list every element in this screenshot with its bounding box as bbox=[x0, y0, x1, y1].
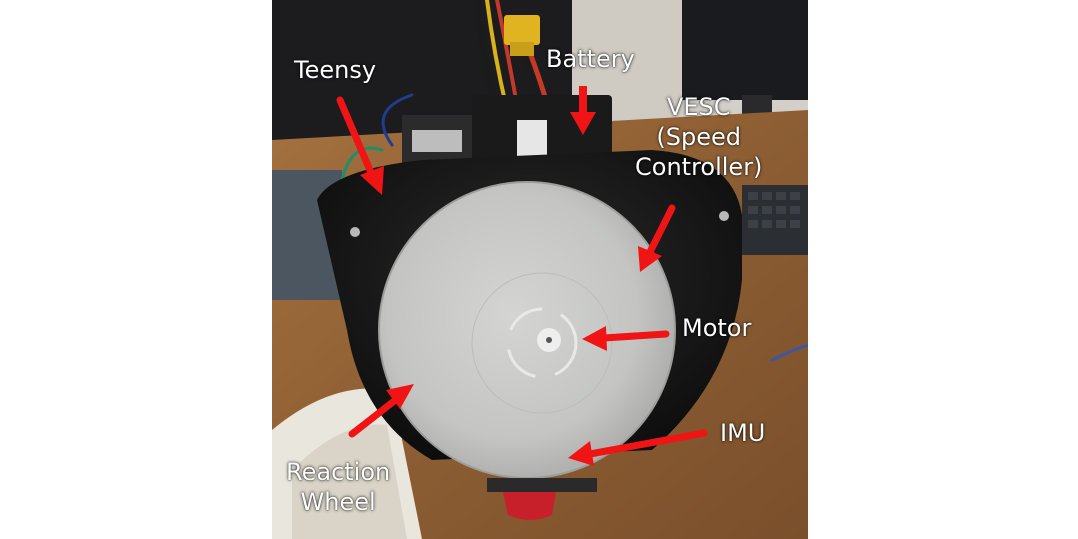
arrow-imu-head bbox=[568, 441, 594, 466]
annotation-arrows bbox=[336, 86, 708, 466]
arrow-reaction-wheel-head bbox=[386, 384, 414, 409]
clamp-base bbox=[487, 478, 597, 492]
arrow-battery-head bbox=[570, 112, 596, 135]
label-imu: IMU bbox=[720, 419, 766, 447]
keyboard-keys bbox=[748, 192, 800, 228]
wheel-hub-bolt bbox=[546, 337, 552, 343]
label-teensy: Teensy bbox=[294, 56, 377, 84]
monitor-right bbox=[682, 0, 808, 100]
arrow-vesc bbox=[646, 204, 676, 256]
housing-screw-right bbox=[719, 211, 729, 221]
battery-connector-tip bbox=[510, 42, 534, 56]
label-battery: Battery bbox=[546, 45, 635, 73]
arrow-vesc-head bbox=[638, 246, 662, 272]
label-vesc: VESC (Speed Controller) bbox=[635, 93, 763, 181]
battery-connector bbox=[504, 15, 540, 45]
wheel-hub-ring bbox=[506, 307, 578, 379]
label-motor: Motor bbox=[682, 314, 752, 342]
teensy-tape bbox=[412, 130, 462, 152]
arrow-teensy-head bbox=[360, 166, 384, 195]
arrow-motor-head bbox=[582, 326, 607, 351]
cradle-stand-inner bbox=[292, 424, 407, 539]
reaction-wheel-photo: Teensy Battery VESC (Speed Controller) M… bbox=[272, 0, 808, 539]
arrow-imu bbox=[586, 429, 708, 458]
arrow-reaction-wheel bbox=[348, 394, 402, 438]
label-reaction-wheel: Reaction Wheel bbox=[286, 458, 391, 516]
reaction-wheel-disk bbox=[378, 181, 676, 479]
housing-screw-left bbox=[350, 227, 360, 237]
arrow-teensy bbox=[336, 96, 376, 179]
arrow-motor bbox=[600, 330, 670, 342]
wheel-center-shadow bbox=[471, 272, 613, 414]
